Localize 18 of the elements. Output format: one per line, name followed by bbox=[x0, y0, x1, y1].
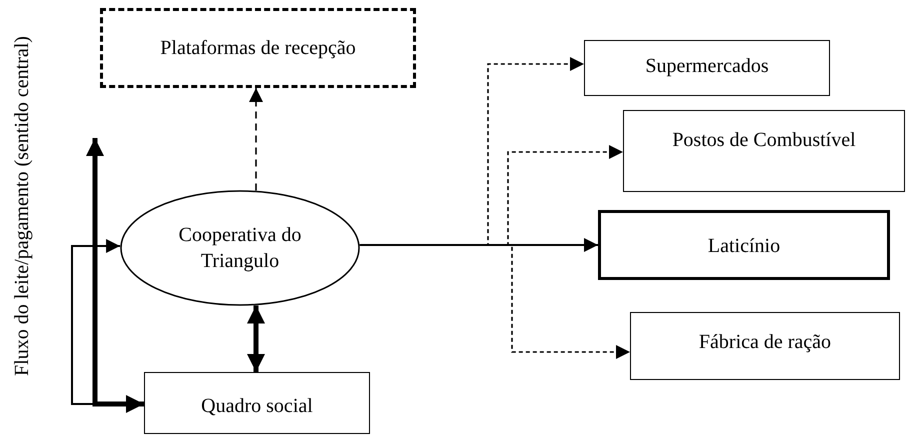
axis-note: Fluxo do leite/pagamento (sentido central) bbox=[10, 35, 34, 378]
node-label: Supermercados bbox=[644, 54, 770, 79]
node-label: Postos de Combustível bbox=[671, 128, 857, 153]
arrow bbox=[360, 244, 630, 359]
process-box bbox=[630, 312, 900, 380]
node-label: Laticínio bbox=[706, 234, 782, 259]
arrow bbox=[86, 138, 144, 413]
arrow bbox=[249, 88, 263, 191]
node-label: Cooperativa do Triangulo bbox=[178, 223, 302, 274]
process-box bbox=[623, 110, 905, 192]
dashed-box bbox=[100, 8, 416, 88]
node-label: Quadro social bbox=[200, 394, 314, 419]
process-box bbox=[144, 372, 370, 434]
arrow bbox=[247, 305, 265, 372]
process-box bbox=[598, 210, 890, 280]
node-label: Fábrica de ração bbox=[698, 330, 832, 355]
process-box bbox=[584, 40, 830, 96]
node-label: Plataformas de recepção bbox=[159, 36, 357, 61]
